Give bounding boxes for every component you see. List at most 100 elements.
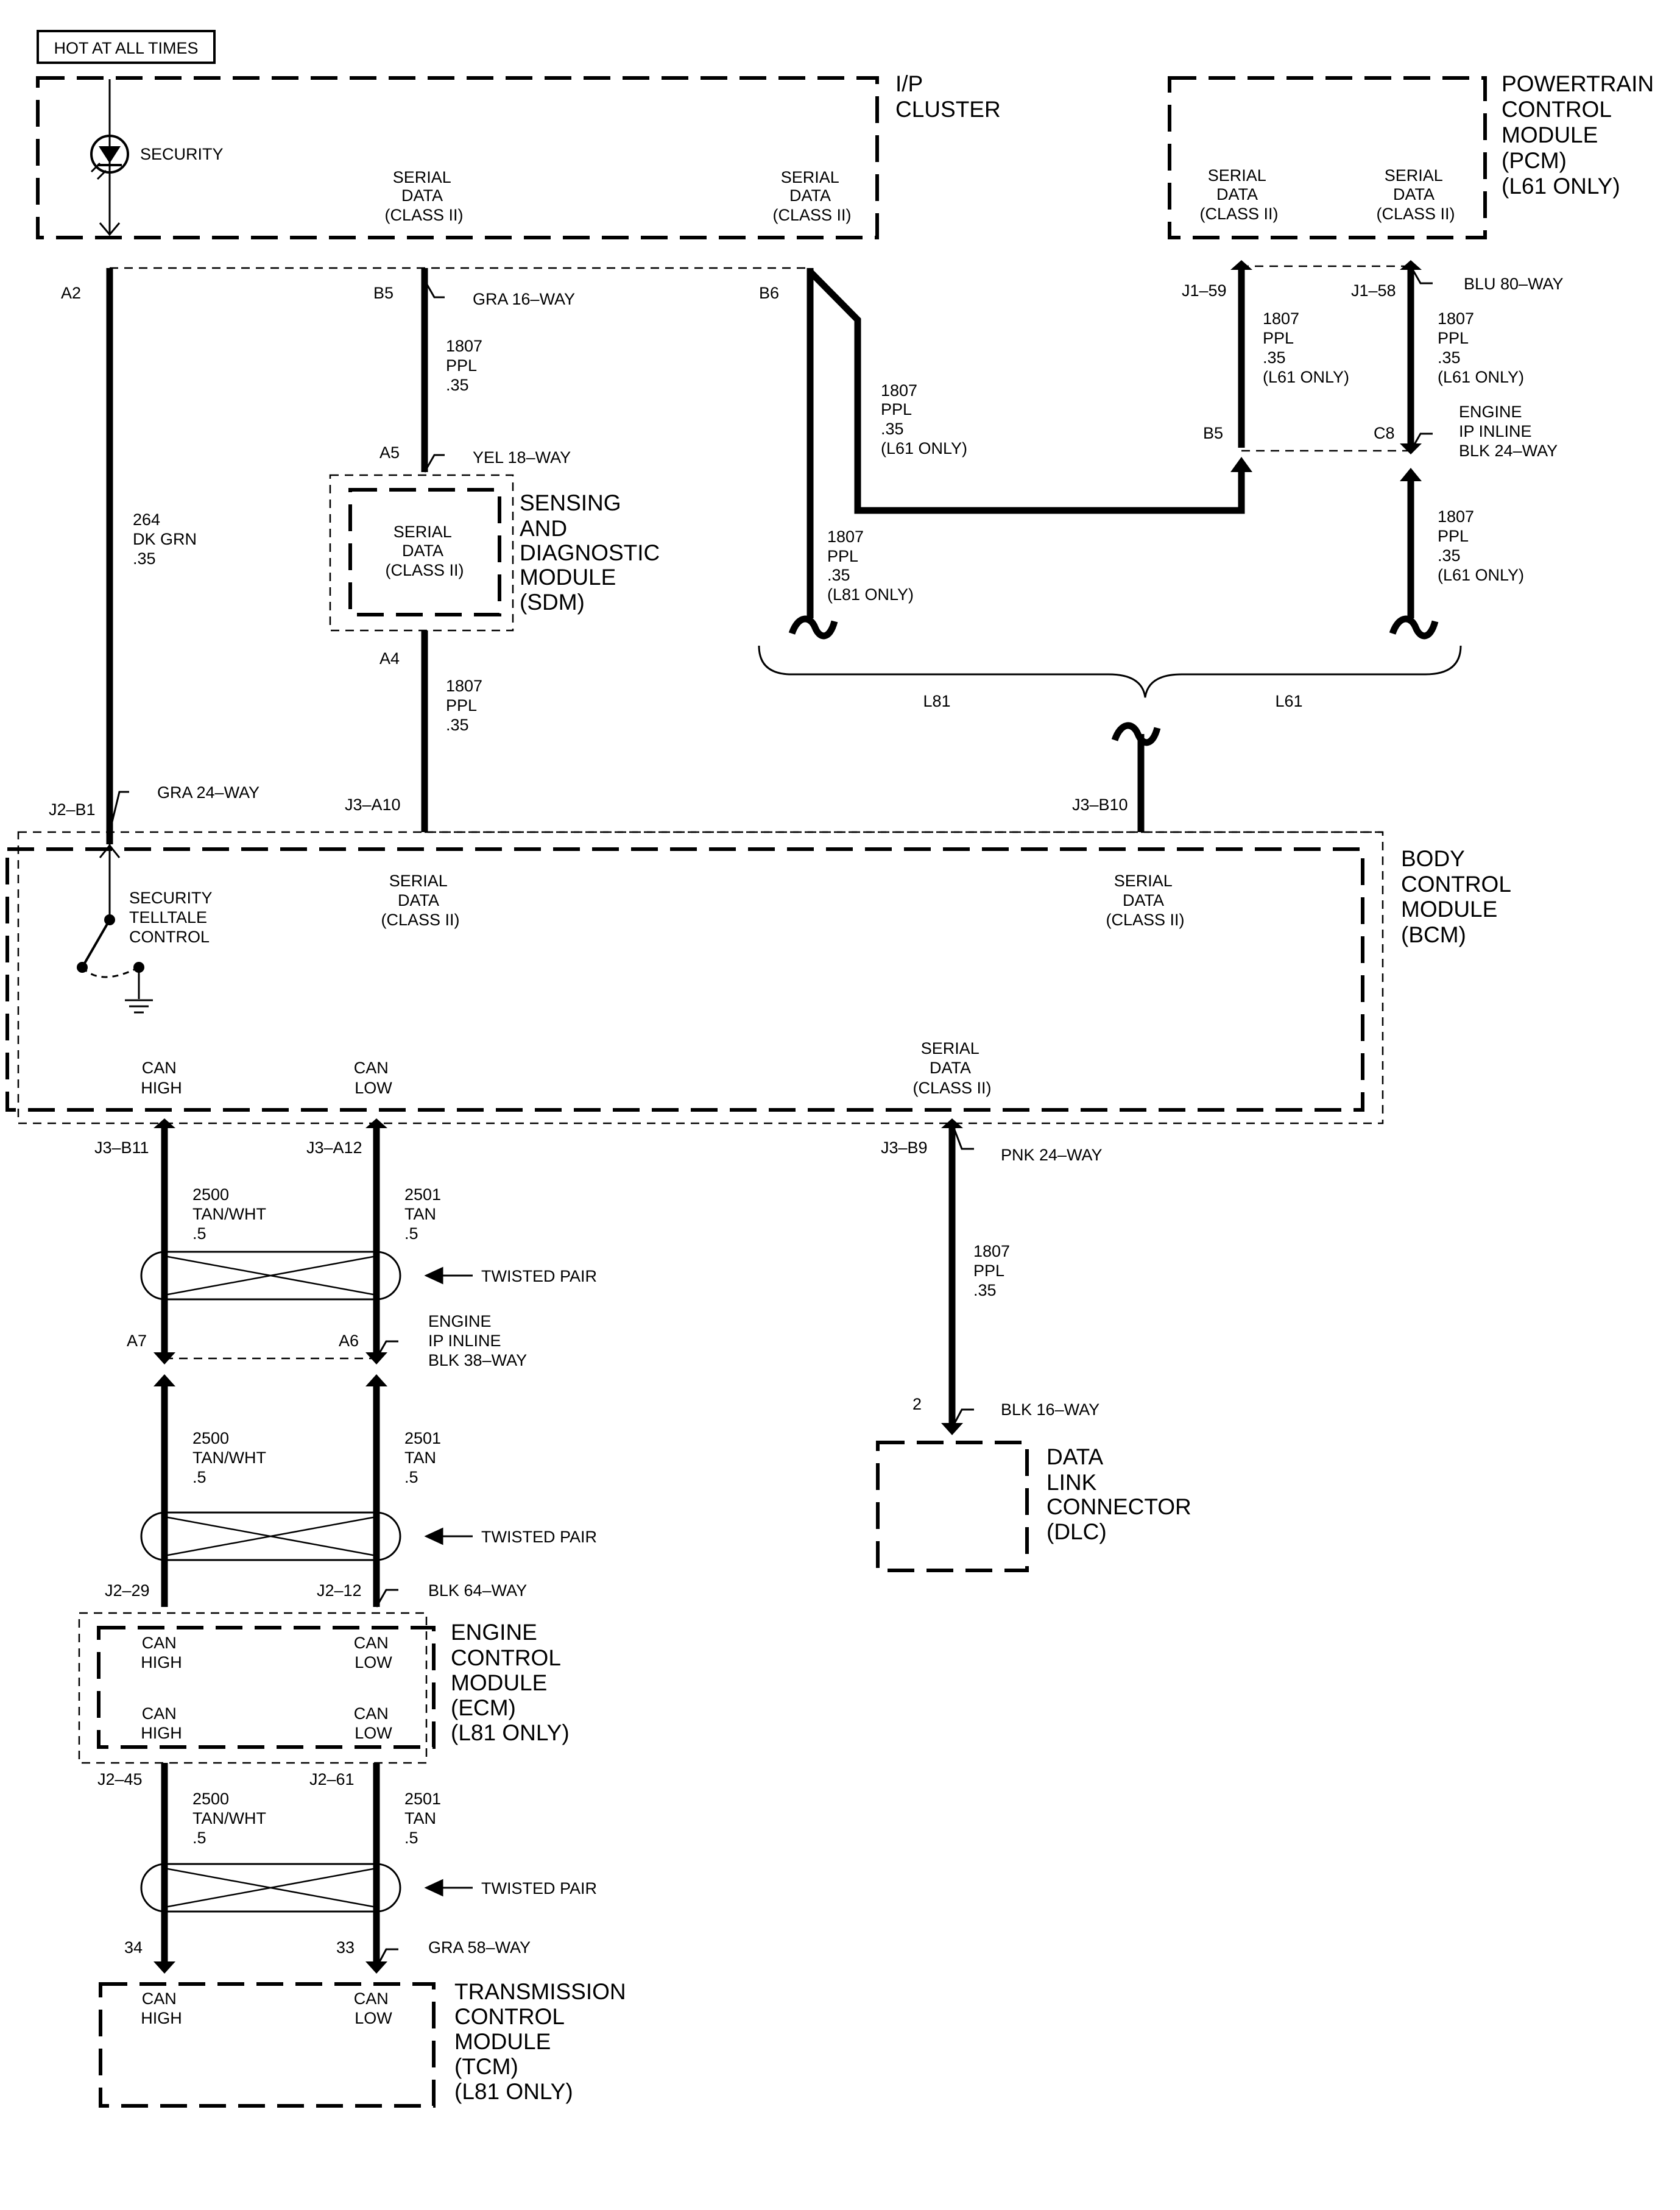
- tcm-can-low: CAN LOW: [354, 1989, 394, 2027]
- pin-j3-a10: J3–A10: [345, 796, 401, 814]
- gra24-tab: [108, 791, 129, 833]
- sdm-serial: SERIAL DATA (CLASS II): [385, 523, 464, 579]
- wire-2500-2-label: 2500 TAN/WHT .5: [192, 1429, 270, 1486]
- a7-arrow-top: [154, 1352, 175, 1364]
- bcm-outer-dashed: [17, 831, 1384, 1124]
- wire-264-label: 264 DK GRN .35: [133, 510, 202, 568]
- twisted-pair-2-oval: [140, 1511, 401, 1561]
- wire-1807-l61-label: 1807 PPL .35 (L61 ONLY): [881, 381, 967, 457]
- hot-label-box: [37, 30, 216, 64]
- pin-a2: A2: [61, 284, 81, 302]
- bcm-security-control: SECURITY TELLTALE CONTROL: [129, 889, 217, 946]
- engine-ip-24-label: ENGINE IP INLINE BLK 24–WAY: [1459, 403, 1558, 460]
- dlc-title: DATA LINK CONNECTOR (DLC): [1046, 1444, 1198, 1544]
- engine-ip-24-tab: [1410, 432, 1433, 451]
- blk16-tab: [951, 1408, 974, 1428]
- cluster-ground-arrow: [99, 222, 121, 236]
- pin-pcm-b5: B5: [1203, 424, 1223, 442]
- bcm-serial-left: SERIAL DATA (CLASS II): [381, 872, 459, 929]
- dlc-arrow: [941, 1423, 963, 1435]
- twisted-pair-1-oval: [140, 1251, 401, 1301]
- ecm-can-low-top: CAN LOW: [354, 1634, 394, 1672]
- twisted-pair-3-oval: [140, 1863, 401, 1913]
- gra16-label: GRA 16–WAY: [473, 290, 575, 308]
- brace-l81-label: L81: [923, 692, 950, 710]
- pin-j3-b11: J3–B11: [94, 1139, 149, 1157]
- led-light-arrows-icon: [90, 162, 107, 180]
- ecm-title: ENGINE CONTROL MODULE (ECM) (L81 ONLY): [451, 1620, 570, 1745]
- security-label: SECURITY: [140, 145, 224, 163]
- blk16-label: BLK 16–WAY: [1001, 1400, 1099, 1419]
- bcm-can-low: CAN LOW: [354, 1059, 394, 1097]
- pin-a5: A5: [379, 443, 400, 462]
- yel18-label: YEL 18–WAY: [473, 448, 571, 467]
- blu80-label: BLU 80–WAY: [1464, 275, 1564, 293]
- wire-1807-a-label: 1807 PPL .35: [446, 337, 487, 394]
- l81-break-icon: [788, 615, 838, 640]
- twisted-pair-1-arrow-icon: [424, 1266, 473, 1285]
- ground-icon: [125, 999, 153, 1014]
- led-diode-icon: [99, 146, 121, 163]
- pin-dlc-2: 2: [912, 1395, 922, 1413]
- bcm-title: BODY CONTROL MODULE (BCM): [1401, 846, 1517, 947]
- pin-j2-12: J2–12: [317, 1581, 362, 1600]
- twisted-pair-2-arrow-icon: [424, 1527, 473, 1545]
- ecm-box: [97, 1626, 436, 1749]
- pin-j1-58: J1–58: [1351, 281, 1396, 300]
- twisted-pair-2-label: TWISTED PAIR: [481, 1528, 597, 1546]
- ip-serial-left: SERIAL DATA (CLASS II): [384, 168, 463, 224]
- wire-2501-1-label: 2501 TAN .5: [404, 1185, 446, 1243]
- pin-j2-45: J2–45: [97, 1770, 143, 1788]
- options-brace: [758, 645, 1462, 698]
- j158-arrow: [1400, 260, 1422, 270]
- blk64-label: BLK 64–WAY: [428, 1581, 527, 1600]
- ecm-can-high-top: CAN HIGH: [141, 1634, 182, 1672]
- yel18-tab: [423, 454, 445, 473]
- gra58-label: GRA 58–WAY: [428, 1938, 531, 1957]
- engine-ip-38-tab: [375, 1340, 398, 1359]
- pnk24-tab: [951, 1123, 974, 1150]
- pin-b5: B5: [373, 284, 394, 302]
- pin-a7: A7: [127, 1332, 147, 1350]
- twisted-pair-1-cross: [164, 1255, 377, 1296]
- pcm-b5-arrow: [1230, 457, 1252, 472]
- pin-b6: B6: [759, 284, 779, 302]
- pin-a4: A4: [379, 649, 400, 668]
- c8-arrow-bottom: [1400, 468, 1422, 481]
- twisted-pair-3-label: TWISTED PAIR: [481, 1879, 597, 1898]
- security-led-icon: [90, 135, 129, 174]
- pin-j3-b10: J3–B10: [1072, 796, 1128, 814]
- wire-1807-pcm2-label: 1807 PPL .35 (L61 ONLY): [1438, 309, 1524, 386]
- blu80-tab: [1410, 266, 1433, 284]
- wire-2500-3-label: 2500 TAN/WHT .5: [192, 1790, 270, 1847]
- pcm-serial-right: SERIAL DATA (CLASS II): [1376, 166, 1455, 223]
- gra16-tab: [423, 280, 445, 298]
- wire-1807-l61: [808, 269, 1245, 514]
- j3a12-arrow: [365, 1118, 387, 1128]
- twisted-pair-3-cross: [164, 1867, 377, 1908]
- wire-2501-3-label: 2501 TAN .5: [404, 1790, 446, 1847]
- switch-dashed-link: [81, 966, 139, 978]
- bcm-serial-right: SERIAL DATA (CLASS II): [1106, 872, 1184, 929]
- ip-cluster-title: I/P CLUSTER: [895, 71, 1001, 122]
- tcm-can-high: CAN HIGH: [141, 1989, 182, 2027]
- ecm-can-low-bottom: CAN LOW: [354, 1704, 394, 1742]
- pin-j2-29: J2–29: [105, 1581, 150, 1600]
- a6-arrow-bottom: [365, 1374, 387, 1386]
- blk64-tab: [375, 1589, 398, 1608]
- wire-1807-l81-label: 1807 PPL .35 (L81 ONLY): [827, 528, 914, 604]
- l61-break-icon: [1389, 615, 1439, 640]
- pin-34: 34: [124, 1938, 143, 1957]
- p34-arrow: [154, 1961, 175, 1974]
- pin-j1-59: J1–59: [1182, 281, 1227, 300]
- a7-arrow-bottom: [154, 1374, 175, 1386]
- pin-a6: A6: [339, 1332, 359, 1350]
- bcm-break-icon: [1111, 722, 1161, 746]
- gra58-tab: [375, 1948, 398, 1968]
- wire-2500-1-label: 2500 TAN/WHT .5: [192, 1185, 270, 1243]
- bcm-can-high: CAN HIGH: [141, 1059, 182, 1097]
- sdm-box: [348, 488, 501, 616]
- pin-j3-b9: J3–B9: [881, 1139, 928, 1157]
- pnk24-label: PNK 24–WAY: [1001, 1146, 1103, 1164]
